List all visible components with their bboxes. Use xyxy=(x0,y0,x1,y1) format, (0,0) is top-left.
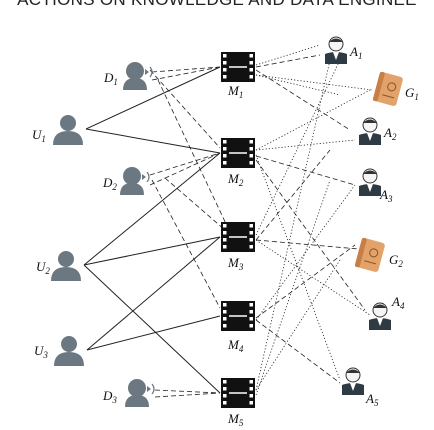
agent-icon-1 xyxy=(325,36,347,64)
edge-dot-10 xyxy=(255,59,331,391)
guide-label-2: G2 xyxy=(389,252,403,269)
edge-dot-7 xyxy=(255,59,341,236)
edge-d2-m3 xyxy=(164,177,226,231)
edge-d2-m2 xyxy=(149,152,221,176)
edge-d1-m1 xyxy=(151,66,221,73)
film-strip-icon-1 xyxy=(221,52,255,82)
agent-icon-3 xyxy=(359,168,381,196)
model-label-4: M4 xyxy=(228,337,244,354)
agent-icon-5 xyxy=(342,367,364,395)
guide-label-1: G1 xyxy=(405,85,419,102)
speaking-head-icon-2 xyxy=(120,167,150,195)
film-strip-icon-3 xyxy=(221,222,255,252)
edge-dot-8 xyxy=(255,239,371,316)
user-icon-1 xyxy=(53,115,83,145)
edge-dot-1 xyxy=(255,44,321,66)
edge-m3-g2 xyxy=(255,239,371,251)
edge-u1-m2 xyxy=(85,128,221,154)
model-label-2: M2 xyxy=(228,171,244,188)
edge-u1-m1 xyxy=(85,66,221,130)
device-label-2: D2 xyxy=(103,175,117,192)
model-label-5: M5 xyxy=(228,411,244,428)
edge-d2-m4 xyxy=(151,179,221,309)
page-header: ACTIONS ON KNOWLEDGE AND DATA ENGINEE xyxy=(0,0,434,10)
user-label-1: U1 xyxy=(32,127,46,144)
edge-dot-12 xyxy=(255,179,331,396)
edge-d2-m2b xyxy=(149,152,221,186)
edge-m4-g2 xyxy=(255,244,356,319)
edge-u3-m3 xyxy=(86,236,221,351)
agent-icon-2 xyxy=(359,117,381,145)
edge-dot-2 xyxy=(255,74,341,96)
edge-m1-a1 xyxy=(255,54,321,68)
device-label-1: D1 xyxy=(104,70,118,87)
edge-m4-a5 xyxy=(255,319,341,384)
guidebook-icon-2 xyxy=(354,237,385,272)
edge-u3-m4 xyxy=(86,315,221,351)
agent-label-2: A2 xyxy=(384,125,397,142)
guidebook-icon-1 xyxy=(372,71,403,106)
edge-d3-m5 xyxy=(154,389,221,394)
edge-dot-5 xyxy=(255,139,356,151)
speaking-head-icon-3 xyxy=(125,379,155,407)
film-strip-icon-4 xyxy=(221,301,255,331)
icons xyxy=(51,36,403,408)
edge-u2-m3 xyxy=(83,236,221,266)
agent-label-4: A4 xyxy=(392,294,405,311)
edges xyxy=(83,44,373,398)
device-label-3: D3 xyxy=(103,388,117,405)
model-label-3: M3 xyxy=(228,255,244,272)
user-label-3: U3 xyxy=(34,343,48,360)
edge-d3-m5b xyxy=(154,392,221,398)
edge-dot-4 xyxy=(255,89,371,151)
agent-label-3: A3 xyxy=(380,187,393,204)
film-strip-icon-2 xyxy=(221,138,255,168)
edge-d1-m3 xyxy=(157,79,229,229)
edge-m3-a2 xyxy=(255,149,331,241)
edge-u2-m2 xyxy=(83,152,221,266)
model-label-1: M1 xyxy=(228,83,244,100)
edge-d1-m2 xyxy=(149,69,221,149)
edge-dot-3 xyxy=(255,74,373,91)
edge-u2-m5 xyxy=(83,264,221,394)
user-icon-2 xyxy=(51,251,81,281)
agent-label-5: A5 xyxy=(366,391,379,408)
film-strip-icon-5 xyxy=(221,378,255,408)
agent-label-1: A1 xyxy=(350,44,363,61)
agent-icon-4 xyxy=(369,302,391,330)
edge-m2-a4 xyxy=(255,159,366,311)
edge-dot-11 xyxy=(255,259,341,391)
edge-d1-m1b xyxy=(151,66,221,81)
user-label-2: U2 xyxy=(36,259,50,276)
speaking-head-icon-1 xyxy=(123,62,153,90)
edge-dot-9 xyxy=(255,184,356,321)
edge-m1-a2 xyxy=(255,69,351,131)
user-icon-3 xyxy=(54,336,84,366)
